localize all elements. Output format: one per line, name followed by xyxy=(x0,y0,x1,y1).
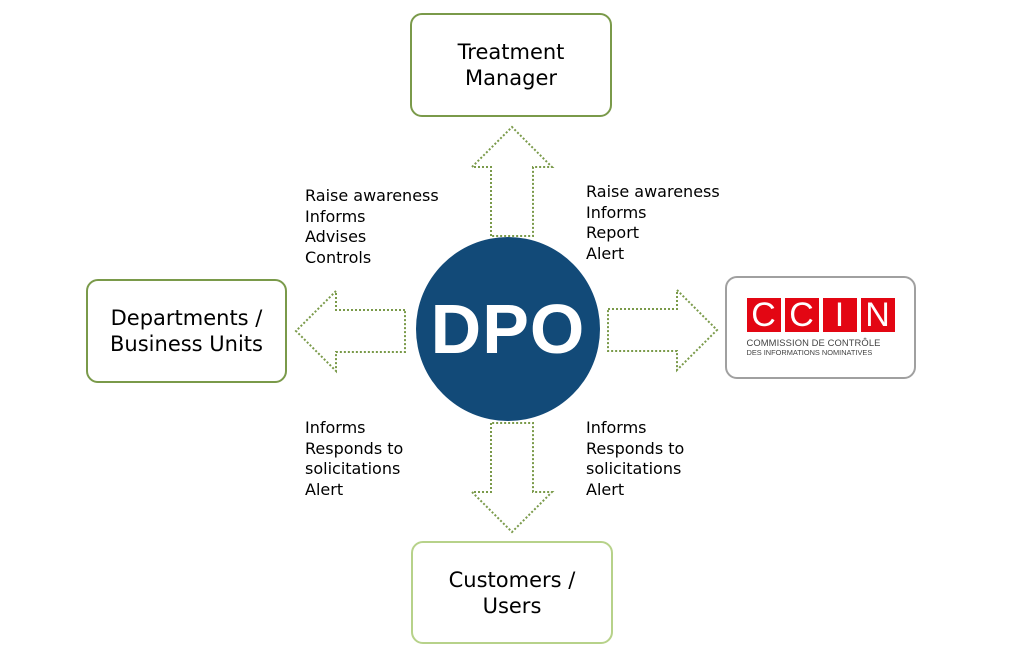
node-label-line: Users xyxy=(482,593,542,618)
label-line: Raise awareness xyxy=(586,182,720,201)
label-line: Alert xyxy=(586,479,625,499)
logo-subtitle-2: DES INFORMATIONS NOMINATIVES xyxy=(746,348,873,357)
treatment-manager-node: Treatment Manager xyxy=(410,13,612,117)
label-line: Informs xyxy=(586,418,647,437)
dpo-label: DPO xyxy=(430,290,586,368)
label-line: Report xyxy=(586,223,640,242)
arrow-right xyxy=(607,287,719,373)
label-line: solicitations xyxy=(305,459,401,478)
dpo-circle: DPO xyxy=(416,237,600,421)
arrow-left xyxy=(294,288,406,374)
label-bottom-right: Informs Responds to solicitations Alert xyxy=(586,418,684,500)
label-line: Informs xyxy=(305,206,366,226)
node-label-line: Customers / xyxy=(448,567,576,592)
label-line: Advises xyxy=(305,227,367,246)
arrow-up xyxy=(469,125,555,237)
logo-letter: I xyxy=(822,298,857,333)
label-line: Alert xyxy=(305,479,344,499)
logo-letter: C xyxy=(784,298,819,333)
ccin-logo-letters: C C I N xyxy=(746,298,895,333)
node-label-line: Manager xyxy=(464,66,558,90)
label-top-right: Raise awareness Informs Report Alert xyxy=(586,182,720,264)
ccin-node: C C I N COMMISSION DE CONTRÔLE DES INFOR… xyxy=(725,276,916,379)
departments-node: Departments / Business Units xyxy=(86,279,287,383)
arrow-down xyxy=(469,422,555,534)
label-top-left: Raise awareness Informs Advises Controls xyxy=(305,186,439,268)
label-bottom-left: Informs Responds to solicitations Alert xyxy=(305,418,403,500)
logo-letter: C xyxy=(746,298,781,333)
label-line: Raise awareness xyxy=(305,186,439,205)
logo-letter: N xyxy=(860,298,895,333)
node-label-line: Business Units xyxy=(110,332,263,356)
label-line: Informs xyxy=(305,418,366,437)
customers-node: Customers / Users xyxy=(411,541,613,644)
ccin-logo: C C I N COMMISSION DE CONTRÔLE DES INFOR… xyxy=(746,298,895,357)
label-line: Responds to xyxy=(305,438,404,458)
node-label-line: Treatment xyxy=(457,40,565,64)
label-line: Alert xyxy=(586,243,625,263)
node-label-line: Departments / xyxy=(110,306,263,330)
label-line: Responds to xyxy=(586,438,685,458)
label-line: Controls xyxy=(305,247,372,267)
label-line: solicitations xyxy=(586,459,682,478)
label-line: Informs xyxy=(586,202,647,222)
logo-subtitle-1: COMMISSION DE CONTRÔLE xyxy=(746,337,881,348)
